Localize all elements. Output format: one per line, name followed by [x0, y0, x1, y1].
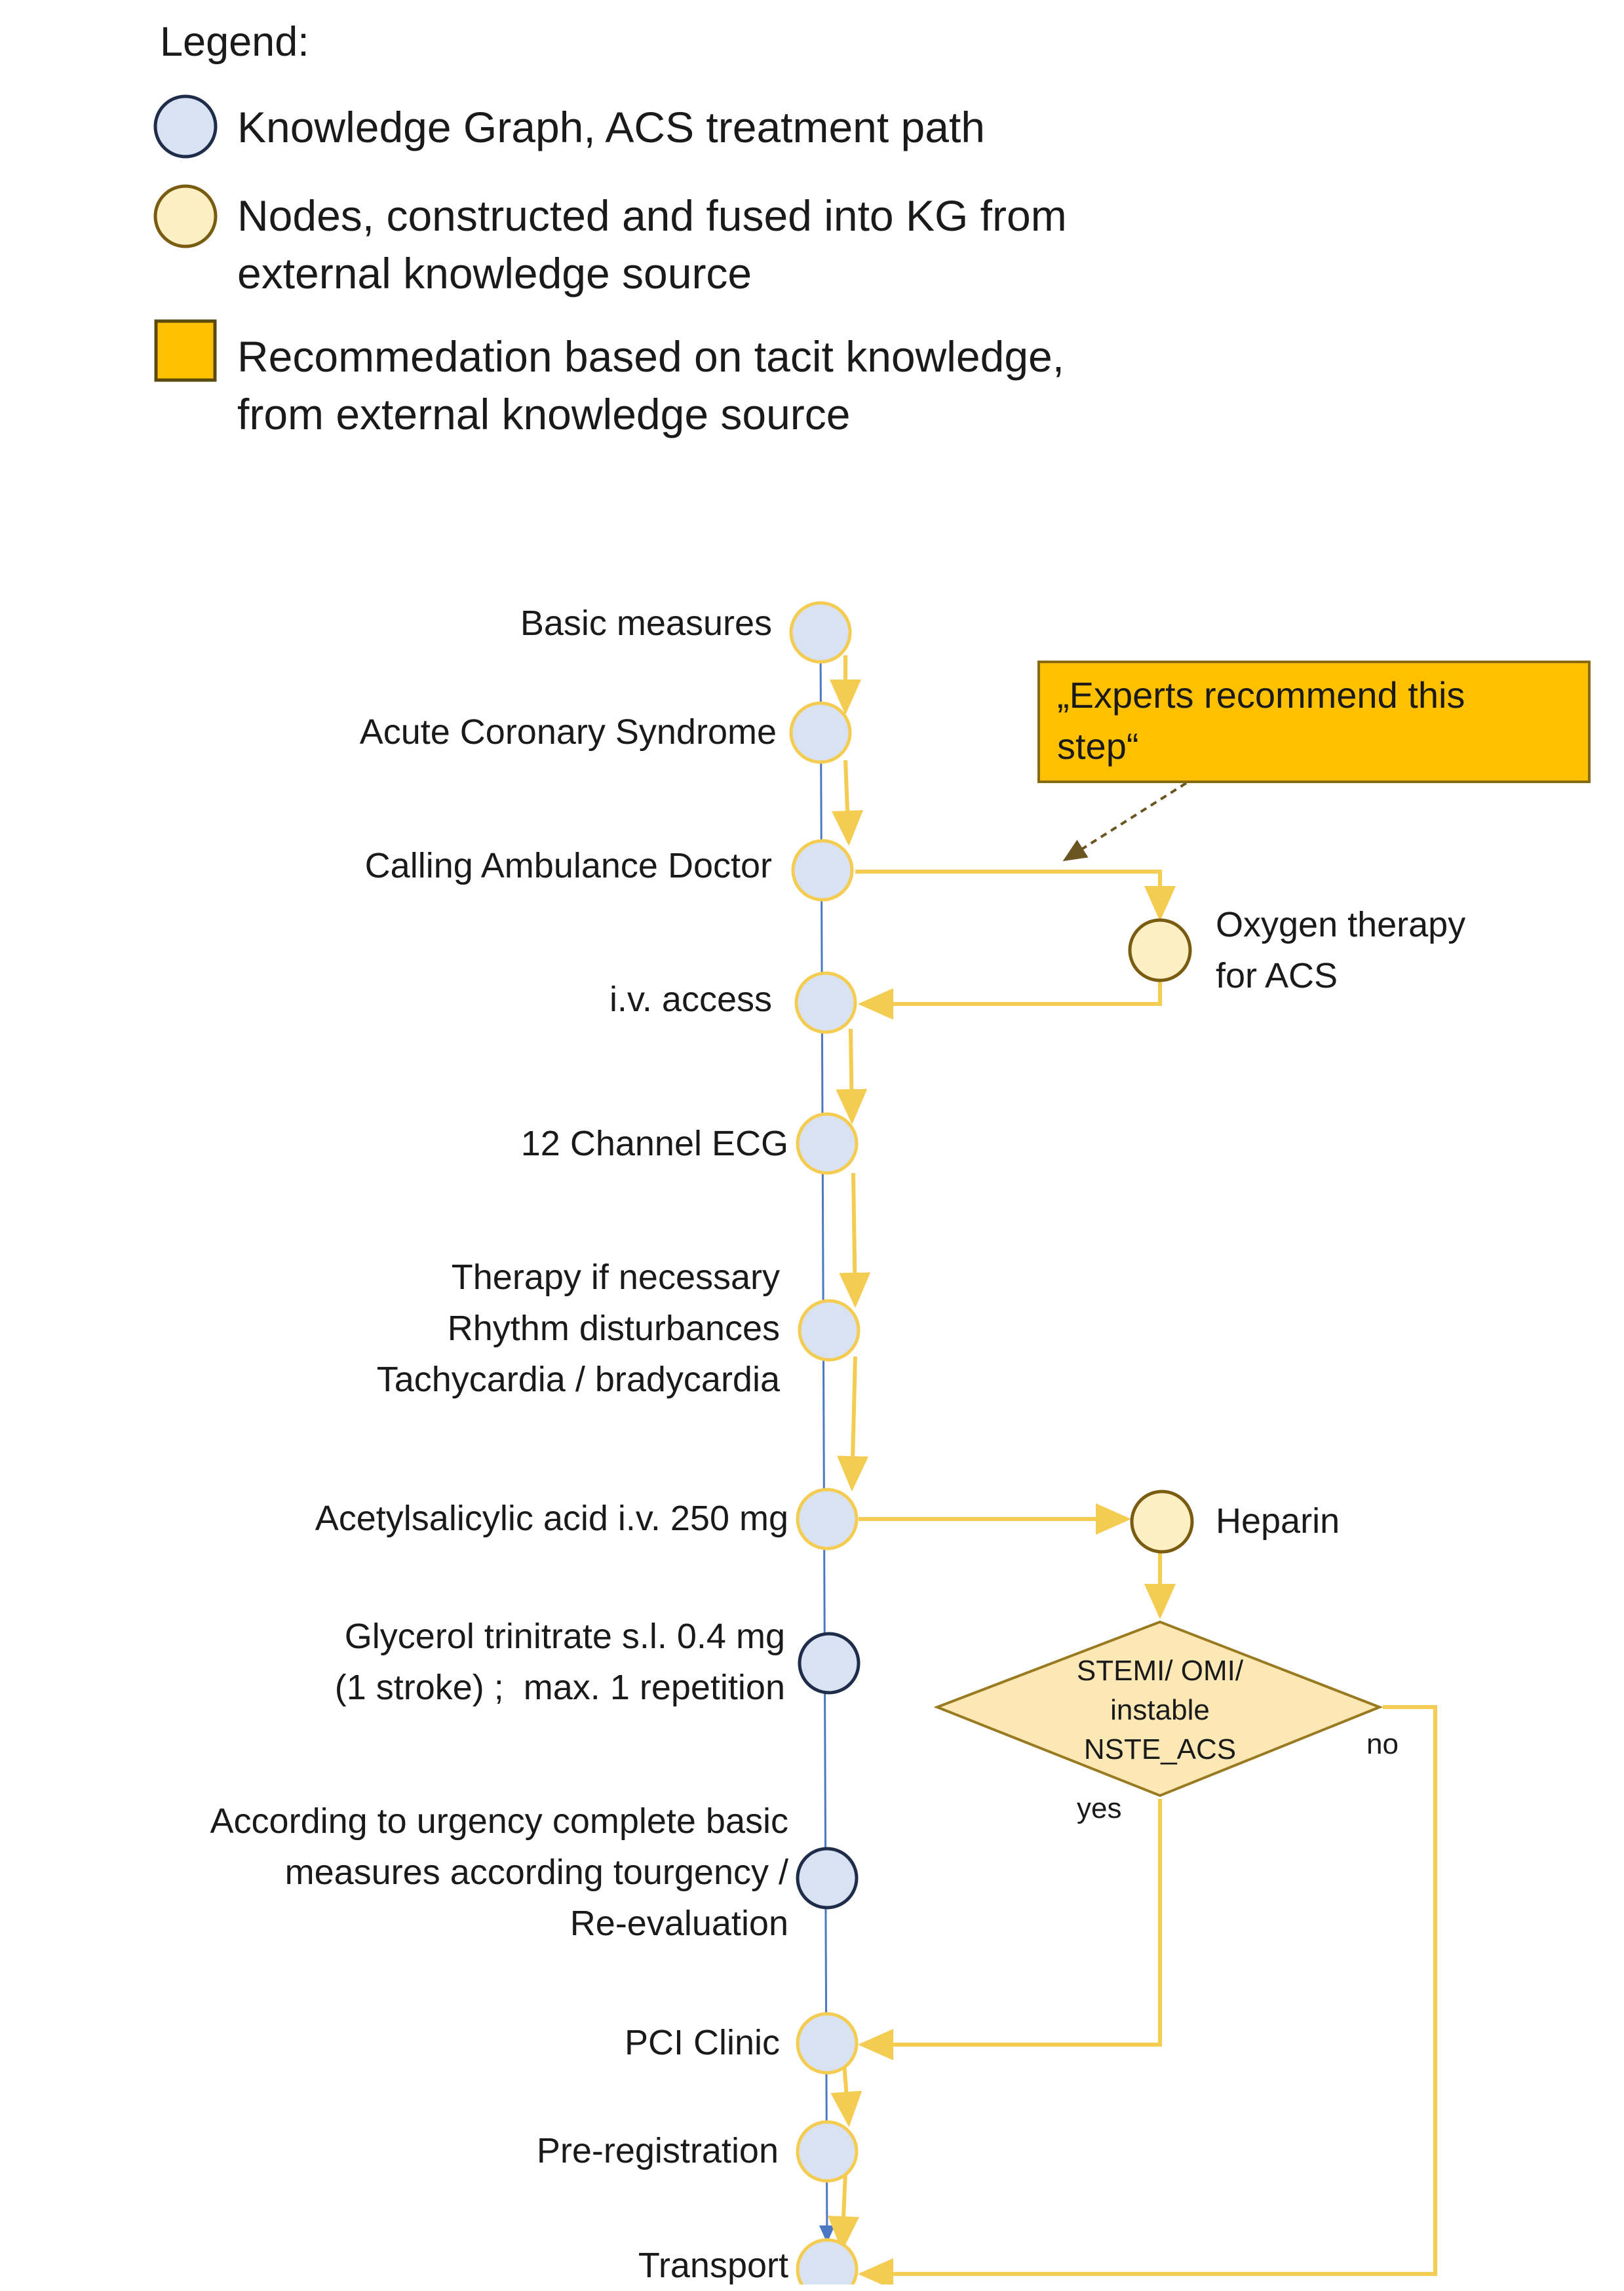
kg-main-path-line [819, 642, 835, 2243]
recommendation-pointer-arrow [1062, 782, 1188, 862]
label-therapy: Therapy if necessary Rhythm disturbances… [376, 1258, 780, 1399]
label-iv-access: i.v. access [609, 980, 772, 1019]
label-prereg: Pre-registration [536, 2131, 779, 2170]
node-oxygen[interactable] [1128, 918, 1192, 982]
legend-title: Legend: [160, 19, 309, 65]
label-calling-doctor: Calling Ambulance Doctor [364, 846, 772, 885]
recommendation-box [1037, 661, 1591, 783]
label-gtn: Glycerol trinitrate s.l. 0.4 mg (1 strok… [334, 1617, 785, 1707]
node-iv-access[interactable] [794, 971, 857, 1034]
legend-item-recommendation: Recommedation based on tacit knowledge, … [237, 332, 1065, 438]
node-pci[interactable] [796, 2012, 859, 2075]
node-prereg[interactable] [796, 2120, 859, 2183]
label-oxygen: Oxygen therapy for ACS [1216, 905, 1466, 995]
decision-text: STEMI/ OMI/ instable NSTE_ACS [1076, 1655, 1244, 1765]
node-acs[interactable] [789, 701, 852, 764]
legend-recommendation-square-icon [154, 319, 217, 382]
node-asa[interactable] [796, 1488, 859, 1550]
node-therapy[interactable] [798, 1299, 860, 1362]
label-pci: PCI Clinic [624, 2023, 780, 2062]
node-basic-measures[interactable] [789, 601, 852, 664]
label-basic-measures: Basic measures [520, 604, 772, 643]
legend-item-external: Nodes, constructed and fused into KG fro… [237, 191, 1067, 298]
legend-item-kg: Knowledge Graph, ACS treatment path [237, 103, 986, 151]
label-transport: Transport [638, 2246, 788, 2285]
label-heparin: Heparin [1216, 1501, 1340, 1541]
recommendation-text: „Experts recommend this step“ [1057, 674, 1465, 767]
node-ecg[interactable] [796, 1112, 859, 1175]
node-urgency[interactable] [796, 1847, 859, 1910]
node-gtn[interactable] [798, 1632, 860, 1695]
decision-yes-label: yes [1077, 1792, 1122, 1824]
label-acs: Acute Coronary Syndrome [359, 712, 777, 752]
label-urgency: According to urgency complete basic meas… [210, 1801, 788, 1943]
legend-kg-circle-icon [153, 94, 218, 159]
label-asa: Acetylsalicylic acid i.v. 250 mg [315, 1499, 788, 1538]
decision-diamond [933, 1620, 1383, 1798]
fused-path [828, 655, 1437, 2284]
node-heparin[interactable] [1130, 1490, 1194, 1554]
label-ecg: 12 Channel ECG [520, 1124, 788, 1163]
decision-no-label: no [1366, 1728, 1399, 1760]
node-calling-doctor[interactable] [791, 839, 854, 902]
node-transport[interactable] [796, 2238, 859, 2284]
legend-external-circle-icon [153, 184, 218, 248]
